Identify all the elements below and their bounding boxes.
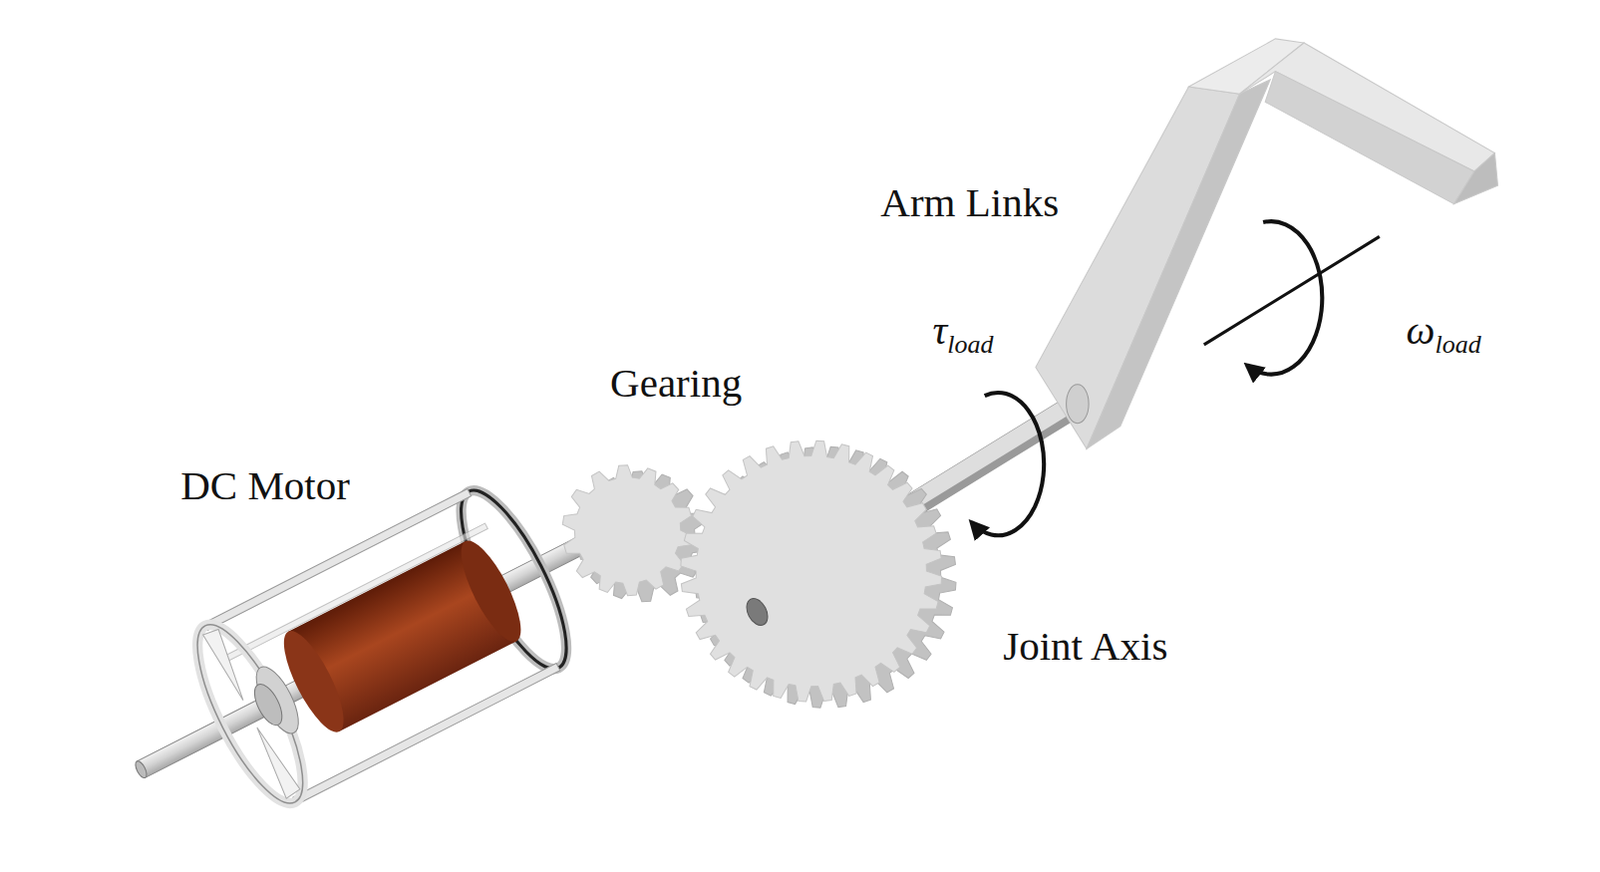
gear-pin bbox=[742, 595, 772, 630]
symbol-label: ωload bbox=[1406, 310, 1482, 358]
part-label: DC Motor bbox=[180, 465, 350, 507]
part-label: Joint Axis bbox=[1002, 626, 1168, 667]
gear-face bbox=[680, 440, 943, 702]
rotation-arrow bbox=[1247, 221, 1323, 375]
joint-axis-line bbox=[1204, 236, 1380, 344]
part-label: Gearing bbox=[610, 362, 742, 404]
gearing bbox=[562, 440, 957, 708]
part-label: Arm Links bbox=[880, 182, 1059, 224]
gear-face bbox=[562, 465, 692, 597]
arm-links bbox=[1035, 38, 1499, 449]
torque-arrow bbox=[970, 392, 1044, 536]
symbol-label: τload bbox=[933, 310, 994, 358]
